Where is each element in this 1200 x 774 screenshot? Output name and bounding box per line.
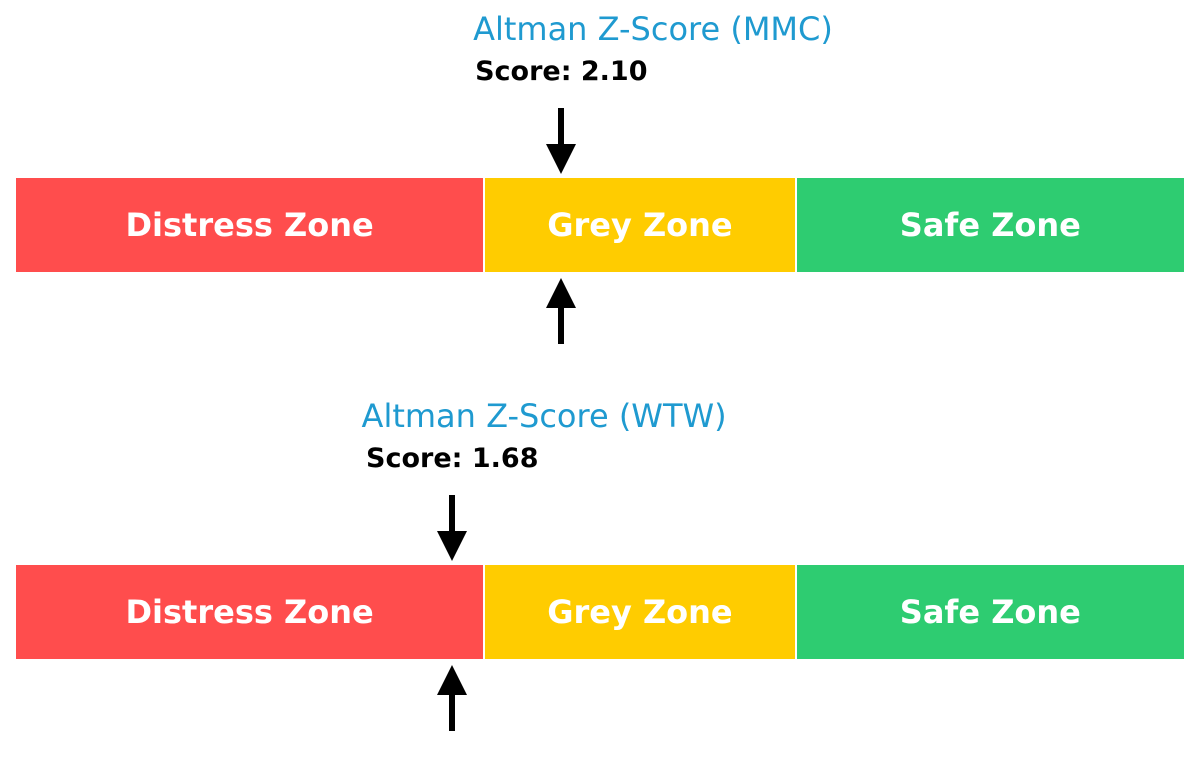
grey-zone: Grey Zone bbox=[483, 565, 795, 659]
distress-zone: Distress Zone bbox=[16, 565, 484, 659]
score-label: Score: 1.68 bbox=[366, 443, 539, 474]
zone-bar: Distress Zone Grey Zone Safe Zone bbox=[16, 565, 1184, 659]
gauge-title: Altman Z-Score (WTW) bbox=[361, 397, 727, 435]
gauge-title: Altman Z-Score (MMC) bbox=[473, 10, 833, 48]
zscore-gauge-wtw: Altman Z-Score (WTW) Score: 1.68 Distres… bbox=[0, 387, 1200, 747]
score-arrow-down-icon bbox=[437, 495, 468, 563]
score-arrow-down-icon bbox=[546, 108, 577, 176]
zone-bar: Distress Zone Grey Zone Safe Zone bbox=[16, 178, 1184, 272]
distress-zone: Distress Zone bbox=[16, 178, 484, 272]
safe-zone: Safe Zone bbox=[794, 565, 1184, 659]
score-arrow-up-icon bbox=[437, 663, 468, 731]
zscore-gauge-mmc: Altman Z-Score (MMC) Score: 2.10 Distres… bbox=[0, 0, 1200, 360]
safe-zone: Safe Zone bbox=[794, 178, 1184, 272]
score-label: Score: 2.10 bbox=[475, 56, 648, 87]
score-arrow-up-icon bbox=[546, 276, 577, 344]
grey-zone: Grey Zone bbox=[483, 178, 795, 272]
